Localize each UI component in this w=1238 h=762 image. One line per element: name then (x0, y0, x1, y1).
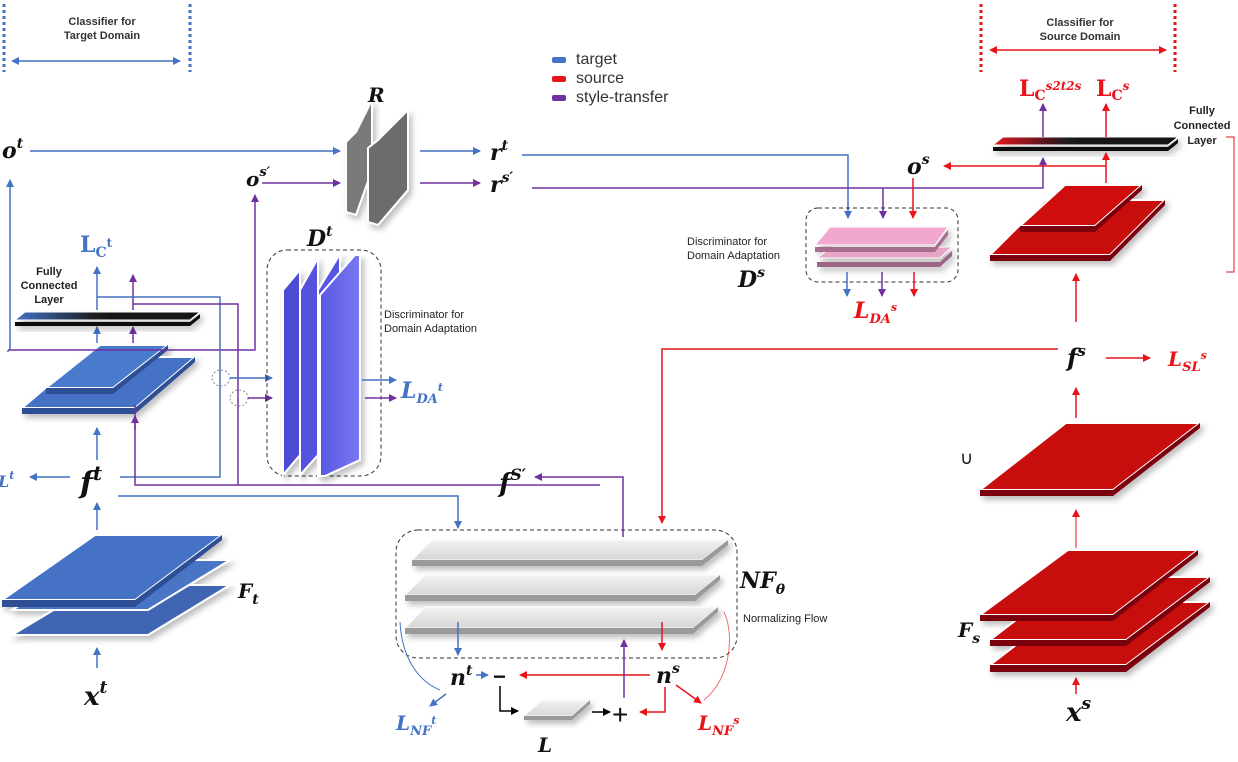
minus-operator: − (493, 664, 506, 689)
legend: target source style-transfer (552, 50, 668, 107)
source-da-loss-label: LDAs (853, 298, 897, 327)
source-discriminator-label: Ds (737, 265, 765, 293)
plus-operator: + (612, 699, 628, 730)
target-input-label: xt (83, 678, 108, 712)
target-feature-label: ft (78, 461, 103, 501)
target-classifier-label-1: Classifier for (68, 16, 136, 28)
target-fc-label-2: Connected (21, 280, 78, 292)
regressor-label: R (367, 83, 385, 107)
l-block-label: L (537, 733, 552, 757)
style-feature-label: fS′ (497, 465, 527, 499)
source-fc-layer (991, 136, 1180, 151)
target-encoder-label: Ft (237, 579, 259, 608)
nf-target-loss-label: LNFt (395, 711, 436, 739)
target-output-label: ot (2, 136, 24, 164)
source-fc-label-3: Layer (1187, 135, 1217, 147)
source-hidden-block (987, 184, 1168, 261)
target-discriminator-caption-1: Discriminator for (384, 309, 464, 321)
regressor-block (345, 99, 409, 227)
nf-source-loss-label: LNFs (697, 711, 739, 739)
normalizing-flow-block (403, 539, 730, 634)
l-block (522, 699, 592, 720)
target-fc-label-3: Layer (34, 294, 64, 306)
target-cls-loss-label: LCt (80, 232, 113, 261)
legend-item-style-transfer: style-transfer (552, 88, 668, 107)
legend-item-target: target (552, 50, 668, 69)
union-symbol: ∪ (960, 448, 973, 468)
union-block (977, 422, 1203, 496)
style-transfer-swatch (552, 94, 566, 101)
target-feature-loss-label: Lt (0, 469, 14, 491)
source-encoder-label: Fs (957, 618, 980, 647)
target-discriminator-label: Dt (306, 224, 333, 252)
nf-target-latent-label: nt (450, 663, 473, 691)
regressor-style-output-label: rs′ (490, 170, 513, 198)
source-classifier-label-2: Source Domain (1040, 31, 1121, 43)
legend-label: target (576, 51, 617, 68)
source-cls-loss-label: LCs (1096, 76, 1130, 104)
target-encoder-block (0, 534, 234, 636)
source-classifier-bracket: Classifier for Source Domain (979, 4, 1177, 72)
source-feature-label: fs (1065, 342, 1086, 372)
source-output-label: os (907, 152, 930, 180)
source-fc-label-2: Connected (1174, 120, 1231, 132)
normalizing-flow-frame (395, 529, 738, 659)
nf-source-latent-label: ns (656, 661, 680, 689)
source-sl-loss-label: LSLs (1167, 347, 1207, 375)
normalizing-flow-label: NFθ (739, 568, 786, 598)
target-fc-label-1: Fully (36, 266, 63, 278)
target-swatch (552, 56, 566, 63)
source-classifier-label-1: Classifier for (1046, 17, 1114, 29)
normalizing-flow-caption: Normalizing Flow (743, 613, 827, 625)
regressor-target-output-label: rt (490, 138, 509, 166)
legend-label: source (576, 70, 625, 87)
source-input-label: xs (1065, 694, 1092, 728)
target-hidden-block (19, 344, 198, 414)
source-discriminator-block (813, 226, 954, 267)
target-fc-layer (13, 311, 202, 326)
style-output-label: os′ (246, 165, 271, 191)
source-s2t2s-loss-label: LCs2t2s (1019, 76, 1082, 104)
target-discriminator-block (282, 250, 361, 479)
target-classifier-bracket: Classifier for Target Domain (2, 4, 192, 72)
source-discriminator-caption-2: Domain Adaptation (687, 250, 780, 262)
source-discriminator-frame (805, 207, 959, 283)
legend-label: style-transfer (576, 89, 669, 106)
source-fc-label-1: Fully (1189, 105, 1216, 117)
source-discriminator-caption-1: Discriminator for (687, 236, 767, 248)
target-classifier-label-2: Target Domain (64, 30, 140, 42)
legend-item-source: source (552, 69, 668, 88)
source-encoder-block (976, 549, 1213, 672)
target-da-loss-label: LDAt (400, 378, 443, 407)
target-discriminator-caption-2: Domain Adaptation (384, 323, 477, 335)
source-swatch (552, 75, 566, 82)
